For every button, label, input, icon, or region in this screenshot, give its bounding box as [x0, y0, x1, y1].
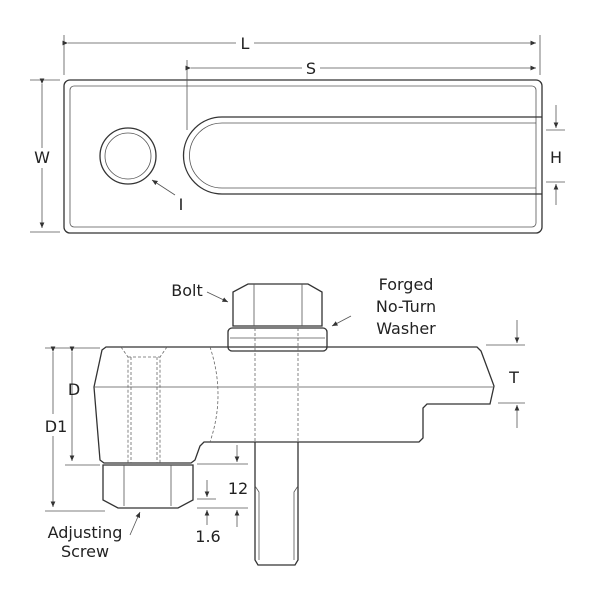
label-adjusting-1: Adjusting — [48, 523, 123, 542]
label-adjusting-2: Screw — [61, 542, 109, 561]
label-12: 12 — [228, 479, 248, 498]
washer — [227, 327, 328, 352]
hole-circle — [99, 127, 157, 185]
side-view-clamp-body — [93, 346, 495, 464]
label-W: W — [34, 148, 50, 167]
label-D: D — [68, 380, 80, 399]
bolt — [227, 283, 328, 566]
label-I: I — [179, 195, 184, 214]
label-bolt: Bolt — [171, 281, 202, 300]
label-H: H — [550, 148, 562, 167]
top-view-plate — [63, 79, 543, 234]
label-washer-1: Forged — [379, 275, 434, 294]
top-dimensions — [30, 35, 565, 233]
adjusting-screw-nut — [102, 464, 194, 509]
label-S: S — [306, 59, 316, 78]
label-1-6: 1.6 — [195, 527, 220, 546]
label-washer-2: No-Turn — [376, 297, 436, 316]
label-T: T — [508, 368, 519, 387]
label-washer-3: Washer — [376, 319, 436, 338]
label-D1: D1 — [45, 417, 68, 436]
label-L: L — [241, 34, 250, 53]
